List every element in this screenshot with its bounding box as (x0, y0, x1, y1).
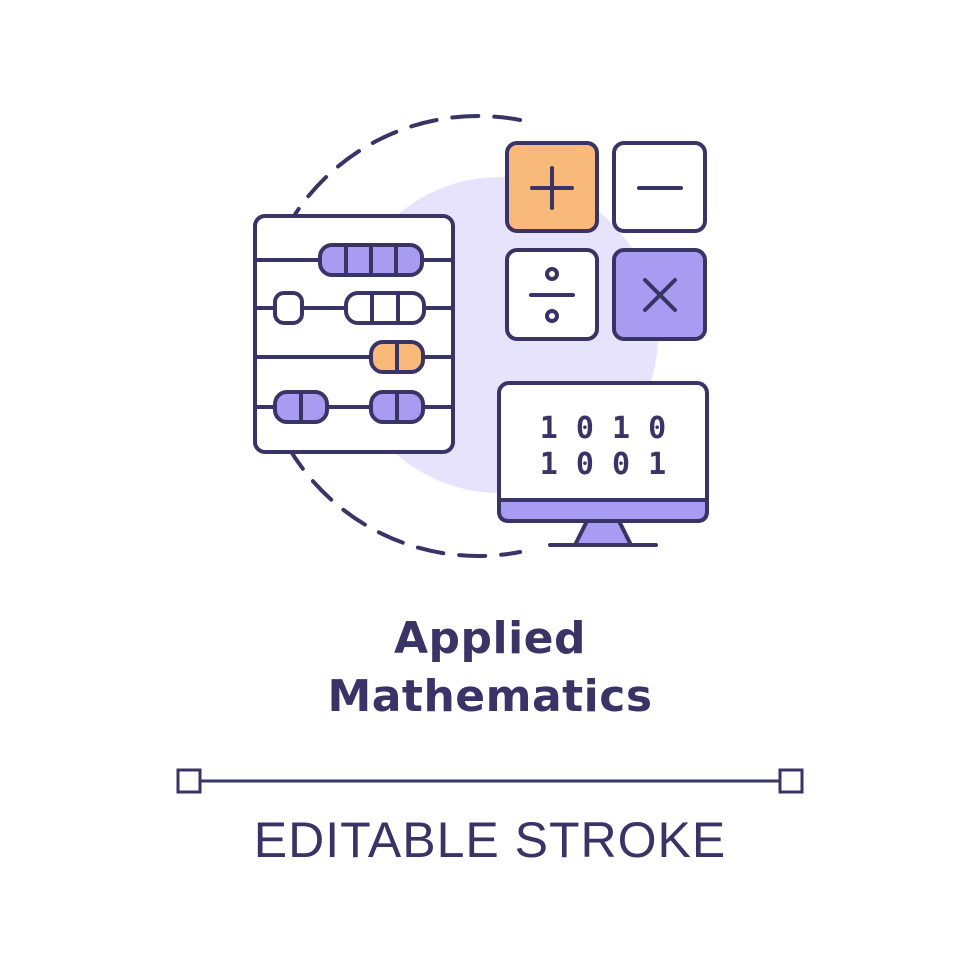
stroke-handle-right (778, 768, 804, 794)
stroke-handle-left (176, 768, 202, 794)
applied-mathematics-illustration: 1 0 1 0 1 0 0 1 (253, 114, 709, 558)
title-line-2: Mathematics (327, 671, 653, 722)
abacus-icon (253, 214, 455, 454)
binary-row-1: 1 0 1 0 (540, 411, 666, 446)
plus-icon (505, 141, 599, 233)
editable-stroke-bar (176, 768, 804, 794)
title-line-1: Applied (393, 613, 587, 664)
editable-stroke-caption: EDITABLE STROKE (253, 812, 727, 868)
multiply-icon (612, 248, 707, 341)
monitor-icon (497, 381, 709, 547)
divide-icon (505, 248, 599, 341)
binary-row-2: 1 0 0 1 (540, 447, 666, 482)
minus-icon (612, 141, 707, 233)
